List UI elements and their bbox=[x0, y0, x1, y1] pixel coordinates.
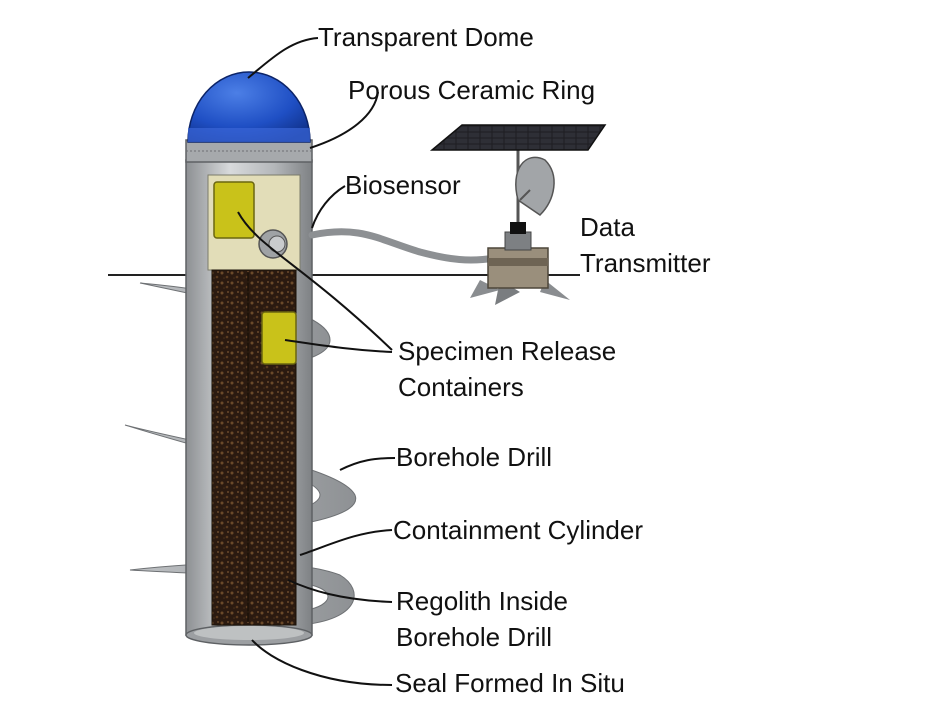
label-regolith-inside-borehole-drill: Regolith Inside Borehole Drill bbox=[396, 586, 568, 652]
transmitter-cable bbox=[308, 228, 499, 264]
label-containment-cylinder: Containment Cylinder bbox=[393, 515, 644, 545]
label-data-transmitter: Data Transmitter bbox=[580, 212, 711, 278]
data-transmitter bbox=[429, 124, 607, 305]
transparent-dome bbox=[187, 71, 311, 143]
label-biosensor: Biosensor bbox=[345, 170, 461, 200]
solar-panel bbox=[429, 124, 607, 151]
label-seal-formed-in-situ: Seal Formed In Situ bbox=[395, 668, 625, 698]
label-specimen-release-containers: Specimen Release Containers bbox=[398, 336, 617, 402]
specimen-container-upper bbox=[213, 181, 255, 239]
leader-lines bbox=[237, 37, 396, 686]
specimen-container-lower bbox=[261, 311, 297, 365]
label-transparent-dome: Transparent Dome bbox=[318, 22, 534, 52]
seal-in-situ bbox=[194, 626, 304, 640]
label-porous-ceramic-ring: Porous Ceramic Ring bbox=[348, 75, 596, 105]
label-borehole-drill: Borehole Drill bbox=[396, 442, 553, 472]
porous-ceramic-ring bbox=[185, 139, 313, 163]
